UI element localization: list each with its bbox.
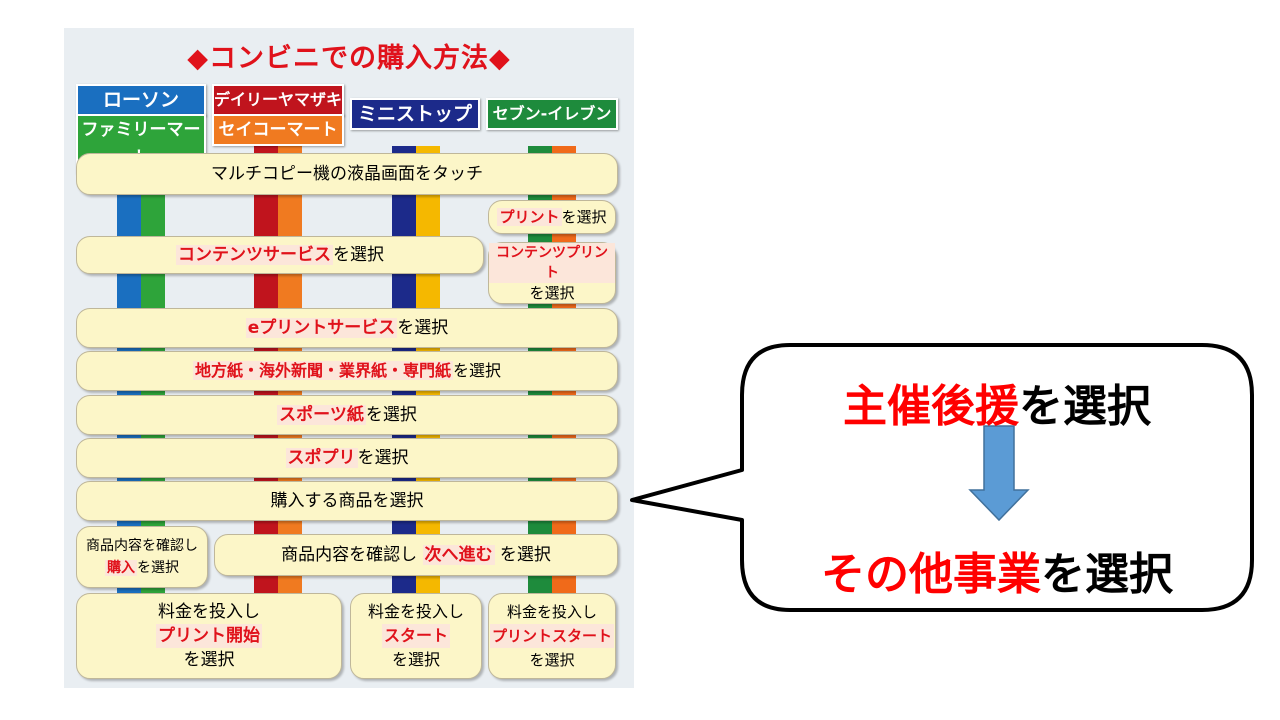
contents-service-label: コンテンツサービス (176, 245, 333, 265)
sports-paper-suffix: を選択 (365, 405, 417, 425)
callout-line1-red: 主催後援 (843, 381, 1019, 432)
sports-paper-label: スポーツ紙 (277, 405, 366, 425)
store-label-seven: セブン-イレブン (486, 98, 618, 130)
print-label: プリント (497, 208, 562, 226)
callout-line2-red: その他事業 (821, 549, 1041, 600)
pay3-line2: プリントスタート (489, 624, 614, 648)
eprint-suffix: を選択 (397, 318, 449, 338)
store-label-seicomart: セイコーマート (212, 114, 344, 146)
newspapers-suffix: を選択 (453, 361, 502, 380)
step-select-contents-print: コンテンツプリント を選択 (488, 242, 616, 304)
pay2-line3: を選択 (391, 650, 440, 669)
step-select-item: 購入する商品を選択 (76, 481, 618, 521)
spopuri-label: スポプリ (285, 448, 358, 468)
pay1-line1: 料金を投入し (158, 602, 260, 622)
spopuri-suffix: を選択 (357, 448, 409, 468)
callout-line2-suffix: を選択 (1041, 549, 1173, 600)
confirm-buy-suffix: を選択 (137, 560, 179, 576)
callout-bubble-outline (630, 343, 1254, 612)
confirm-next-label: 次へ進む (422, 545, 495, 565)
pay3-line3: を選択 (529, 651, 575, 669)
pay3-line1: 料金を投入し (506, 603, 597, 621)
newspapers-label: 地方紙・海外新聞・業界紙・専門紙 (192, 361, 453, 380)
select-item-text: 購入する商品を選択 (270, 491, 424, 511)
store-label-ministop: ミニストップ (350, 98, 480, 130)
pay1-line3: を選択 (183, 650, 235, 670)
pay2-line1: 料金を投入し (367, 602, 464, 621)
step-select-eprint: eプリントサービスを選択 (76, 308, 618, 348)
step-select-newspapers: 地方紙・海外新聞・業界紙・専門紙を選択 (76, 351, 618, 391)
print-suffix: を選択 (561, 208, 607, 226)
store-label-lawson: ローソン (76, 84, 206, 116)
callout-line1-suffix: を選択 (1019, 381, 1151, 432)
pay2-line2: スタート (381, 624, 450, 648)
step-pay-start: 料金を投入し スタート を選択 (350, 593, 482, 679)
step-pay-print-start: 料金を投入し プリント開始 を選択 (76, 593, 342, 679)
step-select-print: プリントを選択 (488, 200, 616, 234)
step-select-contents-service: コンテンツサービスを選択 (76, 236, 484, 274)
confirm-buy-line1: 商品内容を確認し (86, 538, 198, 554)
step-confirm-buy: 商品内容を確認し 購入を選択 (76, 526, 208, 588)
step-confirm-next: 商品内容を確認し 次へ進む を選択 (214, 534, 618, 576)
callout-line1: 主催後援を選択 (742, 370, 1252, 434)
pay1-line2: プリント開始 (156, 624, 262, 648)
flowchart-title: ◆コンビニでの購入方法◆ (187, 43, 511, 74)
eprint-label: eプリントサービス (245, 318, 398, 338)
contents-print-label: コンテンツプリント (489, 243, 615, 283)
confirm-buy-label: 購入 (105, 560, 137, 576)
step-touch-text: マルチコピー機の液晶画面をタッチ (211, 164, 483, 184)
step-select-sports-paper: スポーツ紙を選択 (76, 395, 618, 435)
callout-line2: その他事業を選択 (742, 538, 1252, 602)
contents-print-suffix: を選択 (529, 284, 575, 302)
confirm-next-suffix: を選択 (499, 545, 551, 565)
confirm-next-prefix: 商品内容を確認し (281, 545, 418, 565)
step-select-spopuri: スポプリを選択 (76, 438, 618, 478)
step-pay-print-start-seven: 料金を投入し プリントスタート を選択 (488, 593, 616, 679)
step-touch-screen: マルチコピー機の液晶画面をタッチ (76, 153, 618, 195)
contents-service-suffix: を選択 (333, 245, 384, 265)
down-arrow-icon (968, 425, 1030, 522)
